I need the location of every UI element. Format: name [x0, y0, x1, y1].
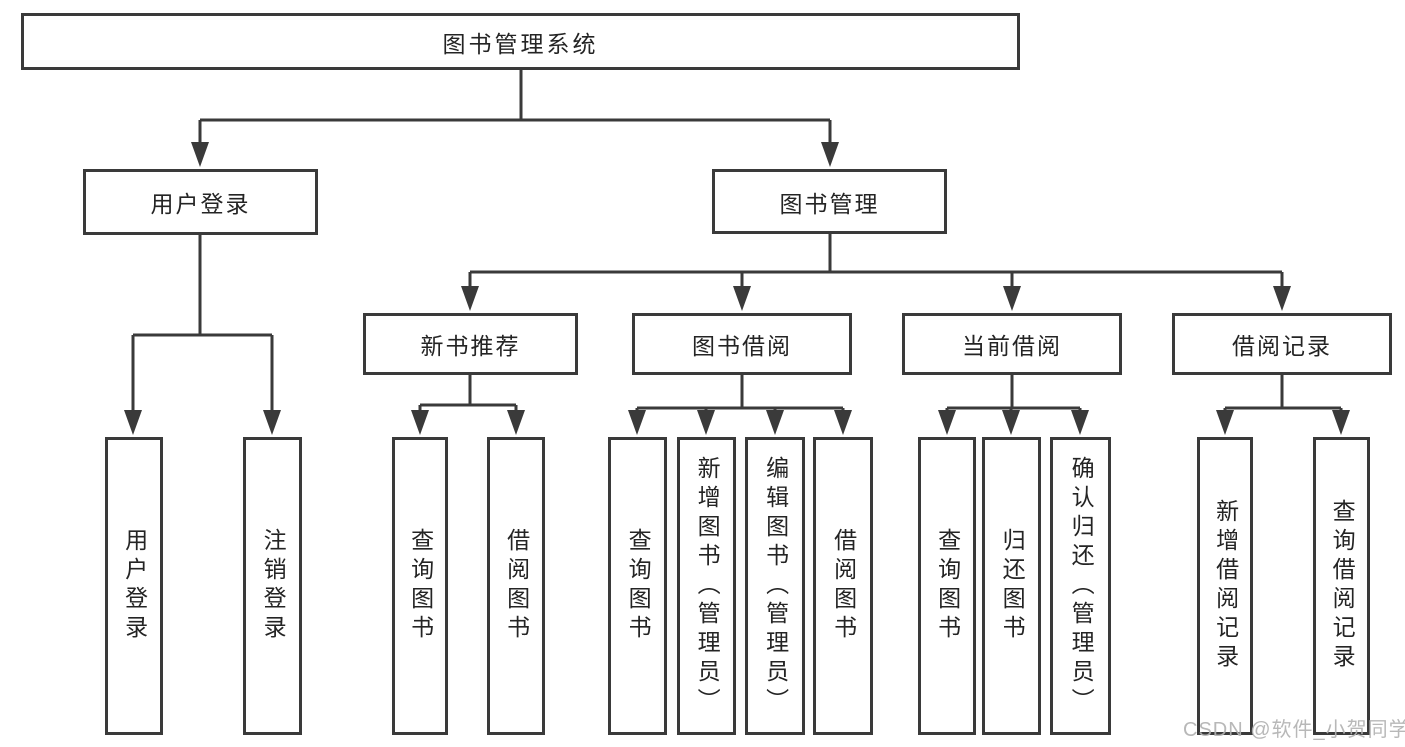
csdn-watermark: CSDN @软件_小贺同学: [1183, 719, 1405, 741]
leaf-borrow-edit-book-admin: 编辑图书（管理员）: [745, 437, 805, 735]
leaf-borrow-query-book: 查询图书: [608, 437, 667, 735]
node-system-root: 图书管理系统: [21, 13, 1020, 70]
leaf-current-return-book: 归还图书: [982, 437, 1041, 735]
leaf-records-add-record: 新增借阅记录: [1197, 437, 1253, 735]
node-new-book-recommendation: 新书推荐: [363, 313, 578, 375]
node-user-login: 用户登录: [83, 169, 318, 235]
arrowhead-icons: [124, 142, 1350, 435]
leaf-logout: 注销登录: [243, 437, 302, 735]
node-borrowing-records: 借阅记录: [1172, 313, 1392, 375]
leaf-borrow-borrow-book: 借阅图书: [813, 437, 873, 735]
leaf-records-query-record: 查询借阅记录: [1313, 437, 1370, 735]
leaf-current-query-book: 查询图书: [918, 437, 976, 735]
leaf-user-login: 用户登录: [105, 437, 163, 735]
node-current-borrowing: 当前借阅: [902, 313, 1122, 375]
leaf-recommend-borrow-book: 借阅图书: [487, 437, 545, 735]
node-book-borrowing: 图书借阅: [632, 313, 852, 375]
leaf-current-confirm-return-admin: 确认归还（管理员）: [1050, 437, 1111, 735]
node-book-management: 图书管理: [712, 169, 947, 234]
leaf-recommend-query-book: 查询图书: [392, 437, 448, 735]
leaf-borrow-add-book-admin: 新增图书（管理员）: [677, 437, 736, 735]
